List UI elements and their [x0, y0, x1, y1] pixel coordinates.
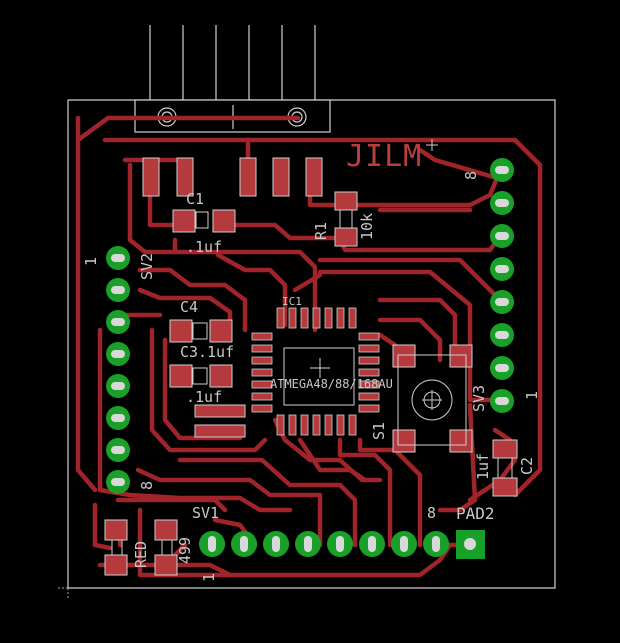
silkscreen	[111, 139, 513, 556]
c4-value-label: .1uf	[186, 388, 223, 406]
sv3-pin8-label: 8	[462, 170, 480, 180]
r1-value-label: 10k	[358, 212, 376, 240]
c3-name-label: C3	[180, 343, 199, 361]
ic1-name-label: IC1	[282, 295, 302, 308]
c1-value-label: .1uf	[186, 238, 223, 256]
sv1-pin1-label: 1	[200, 572, 218, 582]
ic1-pads	[251, 307, 380, 436]
sv3-pin1-label: 1	[523, 390, 541, 400]
sv1-name-label: SV1	[192, 504, 220, 522]
c4-name-label: C4	[180, 298, 199, 316]
sv3-pads	[490, 158, 514, 413]
ic1-part-label: ATMEGA48/88/168AU	[270, 377, 393, 391]
red-name-label: RED	[132, 540, 150, 568]
board-brand-text: JILM	[346, 139, 423, 174]
pad2	[456, 530, 485, 559]
pad2-name-label: PAD2	[456, 504, 495, 523]
c3-value-label: .1uf	[198, 343, 235, 361]
sv1-pin8-label: 8	[427, 504, 437, 522]
sv1-pads	[199, 531, 449, 557]
sv2-pin1-label: 1	[82, 256, 100, 266]
sv2-pin8-label: 8	[138, 480, 156, 490]
r1-name-label: R1	[312, 221, 330, 240]
sv3-name-label: SV3	[470, 384, 488, 412]
c1-name-label: C1	[186, 190, 205, 208]
board-outline	[67, 99, 556, 589]
c2-value-label: 1uf	[474, 452, 492, 480]
smd-pads	[104, 157, 518, 576]
sv2-pads	[106, 246, 130, 494]
c2-name-label: C2	[518, 456, 536, 475]
copper-traces	[75, 115, 543, 578]
s1-name-label: S1	[370, 421, 388, 440]
sv2-name-label: SV2	[138, 252, 156, 280]
red-value-label: 499	[176, 536, 194, 564]
